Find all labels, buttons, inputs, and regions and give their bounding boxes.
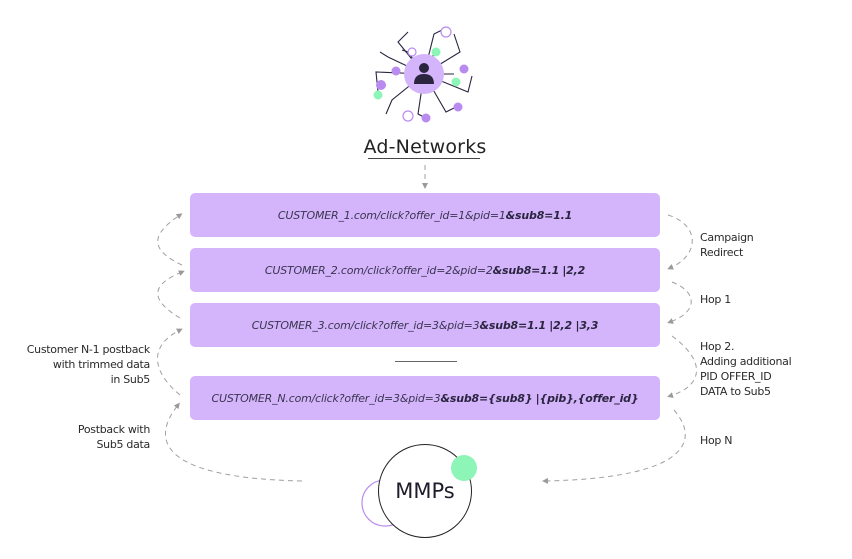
label-hop-n: Hop N (700, 434, 733, 447)
arrow-hop-1 (667, 281, 692, 324)
arrow-postback-n1 (157, 328, 183, 396)
redirect-box-2: CUSTOMER_2.com/click?offer_id=2&pid=2&su… (190, 248, 660, 292)
arrow-postback-3 (157, 270, 185, 319)
arrow-campaign-redirect (667, 214, 693, 270)
label-customer-n1-postback: Customer N-1 postback with trimmed data … (26, 343, 151, 386)
redirect-suffix: |2,2 (562, 263, 586, 277)
arrow-hop-n (542, 409, 686, 484)
arrow-postback-2 (157, 213, 183, 266)
redirect-box-3: CUSTOMER_3.com/click?offer_id=3&pid=3&su… (190, 303, 660, 347)
redirect-box-1: CUSTOMER_1.com/click?offer_id=1&pid=1&su… (190, 193, 660, 237)
redirect-box-n: CUSTOMER_N.com/click?offer_id=3&pid=3&su… (190, 376, 660, 420)
mmps-label: MMPs (395, 479, 455, 503)
redirect-suffix: |{pib},{offer_id} (535, 391, 639, 405)
redirect-param: &sub8=1.1 (492, 263, 560, 277)
title-underline (368, 158, 480, 159)
label-hop-2: Hop 2. Adding additional PID OFFER_ID DA… (700, 340, 792, 398)
network-user-icon (373, 26, 473, 123)
redirect-url: CUSTOMER_N.com/click?offer_id=3&pid=3 (211, 391, 441, 405)
redirect-param: &sub8=1.1 (479, 318, 546, 332)
label-campaign-redirect: Campaign Redirect (700, 231, 754, 259)
mmps-green-dot (451, 455, 477, 481)
ad-networks-title: Ad-Networks (363, 136, 487, 158)
arrow-hop-2 (667, 335, 697, 398)
label-postback-sub5: Postback with Sub5 data (77, 423, 150, 451)
redirect-param: &sub8=1.1 (505, 208, 573, 222)
redirect-suffix: |2,2 |3,3 (549, 318, 599, 332)
mmps-node: MMPs (378, 444, 472, 538)
redirect-url: CUSTOMER_2.com/click?offer_id=2&pid=2 (264, 263, 493, 277)
redirect-param: &sub8={sub8} (440, 391, 533, 405)
redirect-url: CUSTOMER_3.com/click?offer_id=3&pid=3 (251, 318, 480, 332)
redirect-url: CUSTOMER_1.com/click?offer_id=1&pid=1 (277, 208, 506, 222)
ellipsis-separator (395, 361, 457, 362)
arrow-postback-mmp (165, 402, 303, 482)
label-hop-1: Hop 1 (700, 293, 731, 306)
